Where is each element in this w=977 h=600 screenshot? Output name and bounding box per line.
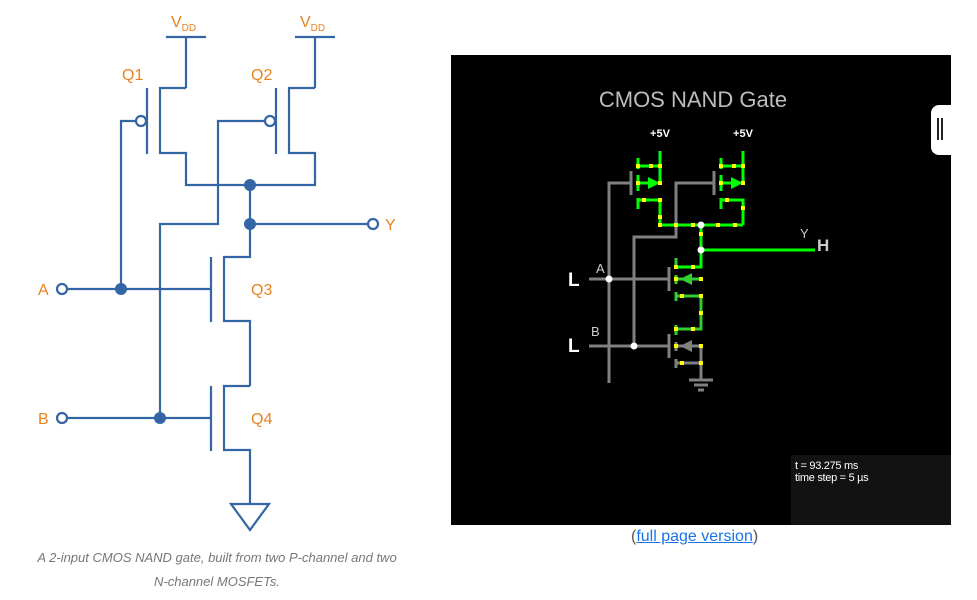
output-terminal [366,217,380,231]
caption-line-1: A 2-input CMOS NAND gate, built from two… [37,550,397,565]
label-input-b: B [38,411,49,428]
sim-time: t = 93.275 ms [795,460,859,472]
pause-bars-icon [936,118,944,140]
output-y-logic: H [817,236,829,255]
figure-caption: A 2-input CMOS NAND gate, built from two… [14,546,420,594]
input-b-name: B [591,324,600,339]
simulation-info-panel: t = 93.275 ms time step = 5 µs [791,455,951,525]
q4-channel [222,384,252,503]
label-q4: Q4 [251,411,272,428]
input-b-logic-toggle[interactable]: L [568,336,580,357]
label-output-y: Y [385,217,396,234]
schematic-labels: VDD VDD Q1 Q2 Q3 Q4 A B Y [38,14,396,428]
open-paren: ( [631,528,637,545]
label-input-a: A [38,282,49,299]
nmos1-wires [674,258,703,335]
pmos-arrows [648,177,743,189]
caption-line-2: N-channel MOSFETs. [154,574,280,589]
full-page-link-wrapper: (full page version) [631,528,758,546]
input-b-terminal [55,411,69,425]
high-wires [636,151,815,269]
output-y-name: Y [800,226,809,241]
label-q1: Q1 [122,67,143,84]
sim-time-step: time step = 5 µs [795,472,869,484]
label-q2: Q2 [251,67,272,84]
nmos1-arrow [680,273,692,285]
supply-label-2: +5V [733,128,754,140]
nand-schematic: VDD VDD Q1 Q2 Q3 Q4 A B Y [38,14,396,532]
nmos2-arrow [680,340,692,352]
junction-nodes [605,221,705,350]
q1-inversion-bubble [134,114,148,128]
input-a-logic-toggle[interactable]: L [568,270,580,291]
q1-channel [158,86,250,187]
simulator-canvas[interactable]: CMOS NAND Gate +5V +5V [451,55,951,525]
close-paren: ) [752,528,759,545]
q3-channel [222,224,252,386]
sidebar-toggle-button[interactable] [931,105,953,155]
vdd-label-2: VDD [300,14,325,34]
current-dots [636,164,745,365]
input-a-name: A [596,261,605,276]
schematic-wires [55,35,380,532]
simulator-title: CMOS NAND Gate [599,87,787,112]
vdd-label-1: VDD [171,14,196,34]
ground-symbol [228,502,272,532]
circuit-simulator[interactable]: CMOS NAND Gate +5V +5V [451,55,951,525]
q2-channel [250,86,317,187]
full-page-version-link[interactable]: full page version [636,528,753,545]
junction-dots [115,179,256,424]
label-q3: Q3 [251,282,272,299]
supply-label-1: +5V [650,128,671,140]
q2-inversion-bubble [263,114,277,128]
input-a-terminal [55,282,69,296]
